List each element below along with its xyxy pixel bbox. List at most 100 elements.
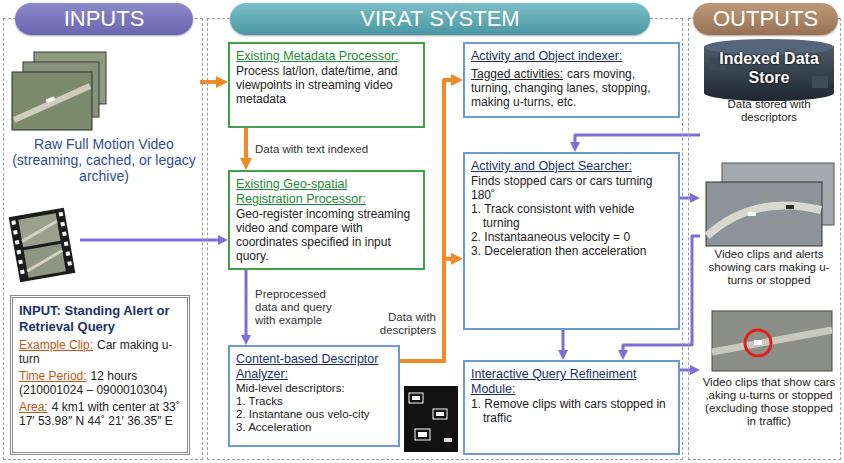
panel-heading: OUTPUTS (693, 3, 838, 35)
car (46, 96, 56, 103)
box-title: Activity and Object indexer: (471, 49, 672, 64)
field-label: Example Clip: (19, 338, 93, 352)
car (444, 438, 452, 442)
edge-label: Data with descripters (358, 311, 438, 337)
query-box: INPUT: Standing Alert or Retrieval Query… (10, 295, 190, 455)
box-title: Existing Metadata Processor: (236, 49, 417, 64)
road (20, 221, 60, 241)
sprocket (59, 212, 64, 217)
box-title: INPUT: Standing Alert or Retrieval Query (19, 303, 181, 335)
box-title: Interactive Query Refineiment Module: (471, 367, 672, 397)
road (707, 206, 821, 236)
list-item: 2. Instantaaneous velocity = 0 (471, 230, 672, 244)
text-line: Tagged activities:cars moving, turning, … (471, 67, 672, 109)
box-text: Finds stopped cars or cars turning 180˚ (471, 174, 672, 202)
film-frame (24, 244, 66, 278)
image-node: Video clips and alerts showing cars maki… (700, 160, 838, 300)
car (754, 340, 762, 345)
data-store: Indexed Data StoreData stored with descr… (700, 38, 838, 152)
car (786, 205, 794, 209)
track-box (433, 409, 447, 419)
video-clips-illustration (706, 163, 834, 246)
video-frame (712, 311, 832, 371)
process-box: Activity and Object indexer: Tagged activ… (463, 42, 680, 118)
field-label: Area: (19, 400, 48, 414)
box-title: Content-based Descriptor Analyzer: (236, 352, 392, 382)
stopped-car-illustration (712, 311, 832, 371)
data-store-illustration (704, 39, 834, 101)
sprocket (62, 232, 67, 237)
text-line: Area:4 km1 with center at 33˚ 17′ 53.98″… (19, 400, 181, 428)
field-label: Tagged activities: (471, 67, 563, 81)
process-box: Interactive Query Refineiment Module:1. … (463, 360, 680, 455)
text-line: Example Clip:Car making u-turn (19, 338, 181, 366)
sprocket (13, 230, 18, 235)
tracked-cars-illustration (404, 386, 458, 452)
panel: VIRAT SYSTEMExisting Metadata Processor:… (207, 18, 683, 460)
box-text: Process lat/lon, date/time, and viewpoin… (236, 64, 417, 106)
list-item: 3. Acceleration (236, 421, 392, 434)
store-cylinder (704, 47, 834, 101)
panel-heading: INPUTS (15, 3, 193, 35)
image-node: Video clips that show cars ,aking u-turn… (700, 308, 838, 455)
track-box (409, 393, 423, 403)
video-frame (706, 182, 822, 246)
car (436, 412, 444, 416)
edge-label: Data with text indexed (253, 143, 370, 156)
connector (200, 80, 221, 84)
box-title: Existing Geo-spatial Registration Proces… (236, 177, 417, 207)
image-node: Raw Full Motion Video (streaming, cached… (8, 48, 200, 190)
filmstrip (9, 208, 76, 283)
connector (575, 135, 700, 146)
process-box: Existing Geo-spatial Registration Proces… (228, 170, 425, 270)
car (748, 212, 756, 216)
edge-label: Preprocessed data and query with example (253, 288, 349, 327)
image-ground (404, 386, 458, 452)
list-item: 2. Instantane ous velo-city (236, 408, 392, 421)
store-title: Indexed Data Store (719, 49, 819, 87)
list-item: 1. Track consistont with vehide turning (471, 202, 672, 230)
film-frame (18, 213, 60, 247)
image-caption: Video clips that show cars ,aking u-turn… (700, 376, 838, 428)
sprocket (64, 241, 69, 246)
sprocket (18, 260, 23, 265)
connector (244, 128, 248, 163)
process-box: Existing Metadata Processor:Process lat/… (228, 42, 425, 128)
image-caption: Raw Full Motion Video (streaming, cached… (8, 136, 200, 184)
panel: OUTPUTSIndexed Data StoreData stored wit… (688, 18, 841, 460)
store-tile (812, 76, 828, 88)
panel-heading: VIRAT SYSTEM (230, 3, 650, 35)
panel: INPUTSRaw Full Motion Video (streaming, … (3, 18, 203, 460)
process-box: Content-based Descriptor Analyzer:Mid-le… (228, 345, 400, 447)
sprocket (15, 240, 20, 245)
sprocket (66, 251, 71, 256)
process-box: Activity and Object Searcher:Finds stopp… (463, 152, 680, 330)
connector (562, 330, 565, 354)
text-line: Time Period:12 hours (210001024 – 090001… (19, 369, 181, 397)
box-text: Geo-register incoming streaming video an… (236, 207, 417, 263)
sprocket (60, 222, 65, 227)
road (25, 251, 65, 271)
car (418, 432, 427, 437)
list-item: 3. Deceleration then acceleration (471, 244, 672, 258)
store-title-area: Indexed Data Store (700, 38, 838, 98)
filmstrip-illustration (9, 208, 76, 283)
image-caption: Video clips and alerts showing cars maki… (700, 248, 838, 287)
list-item: 1. Tracks (236, 395, 392, 408)
video-frame (12, 72, 92, 130)
query-arrow (80, 239, 222, 242)
field-label: Time Period: (19, 369, 87, 383)
road (14, 86, 90, 120)
box-text: Mid-level descriptors: (236, 382, 392, 395)
connector (245, 270, 248, 339)
list-item: 1. Remove clips with cars stopped in tra… (471, 397, 672, 425)
sprocket (20, 270, 25, 275)
car (412, 396, 420, 400)
connector (400, 259, 456, 361)
track-box (415, 429, 430, 440)
box-title: Activity and Object Searcher: (471, 159, 672, 174)
image-caption: Data stored with descriptors (700, 98, 838, 124)
highlight-circle (745, 330, 771, 356)
video-frames-illustration (12, 52, 106, 130)
